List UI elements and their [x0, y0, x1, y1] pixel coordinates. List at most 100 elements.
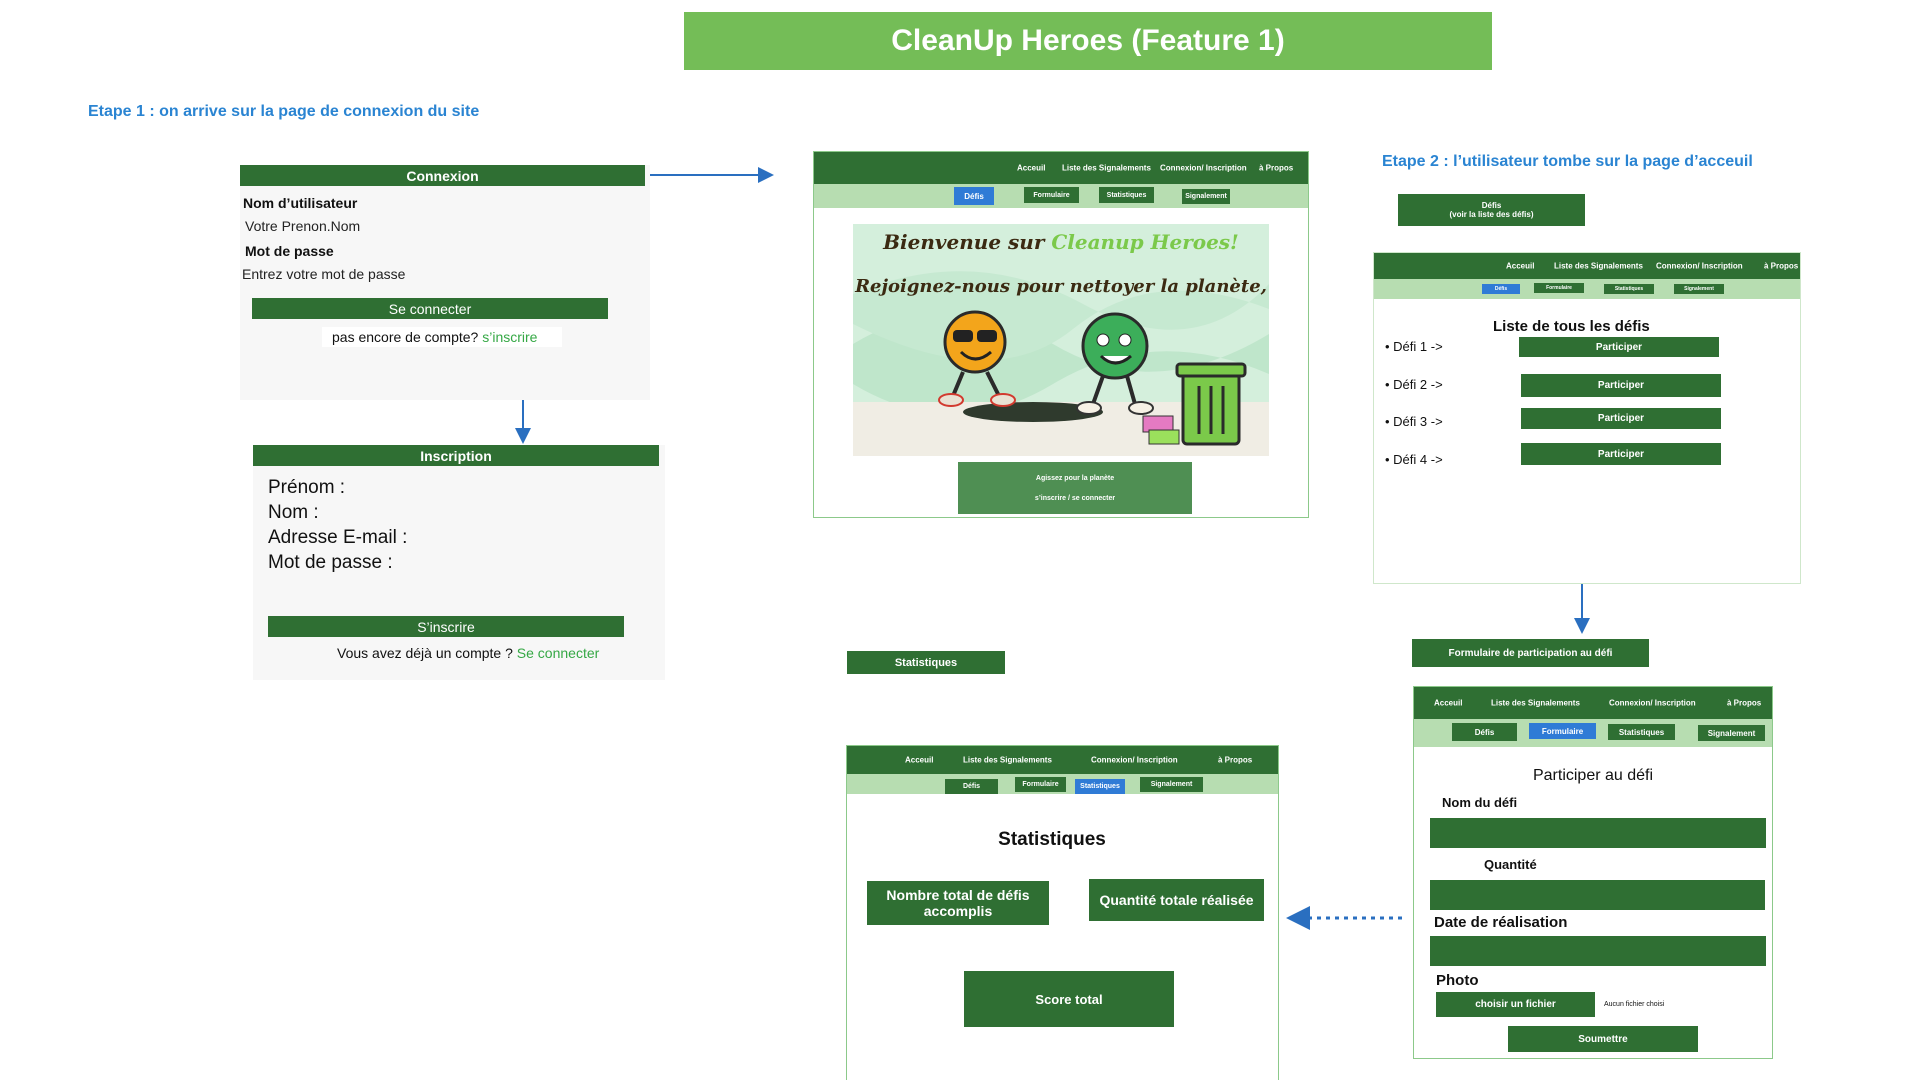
nav-reports[interactable]: Liste des Signalements	[1554, 261, 1643, 271]
tab-statistiques[interactable]: Statistiques	[1608, 724, 1675, 740]
challenge-name-input[interactable]	[1430, 818, 1766, 848]
form-subnav: Défis Formulaire Statistiques Signalemen…	[1414, 719, 1772, 747]
date-input[interactable]	[1430, 936, 1766, 966]
choose-file-button[interactable]: choisir un fichier	[1436, 992, 1595, 1017]
tab-formulaire[interactable]: Formulaire	[1534, 283, 1584, 293]
nav-login[interactable]: Connexion/ Inscription	[1656, 261, 1743, 271]
tab-formulaire[interactable]: Formulaire	[1024, 187, 1079, 203]
stat-total-quantity: Quantité totale réalisée	[1089, 879, 1264, 921]
signup-prompt: pas encore de compte? s’inscrire	[322, 327, 562, 347]
nav-login[interactable]: Connexion/ Inscription	[1091, 755, 1178, 765]
have-account-text: Vous avez déjà un compte ?	[337, 645, 513, 661]
nav-home[interactable]: Acceuil	[1017, 163, 1046, 173]
signup-card: Inscription Prénom : Nom : Adresse E-mai…	[253, 445, 665, 680]
login-submit-button[interactable]: Se connecter	[252, 298, 608, 319]
signup-submit-button[interactable]: S’inscrire	[268, 616, 624, 637]
tab-signalement[interactable]: Signalement	[1698, 725, 1765, 741]
hero-subtitle: Rejoignez-nous pour nettoyer la planète,	[855, 276, 1267, 297]
tab-defis[interactable]: Défis	[954, 187, 994, 205]
nav-about[interactable]: à Propos	[1259, 163, 1294, 173]
stats-mockup: Acceuil Liste des Signalements Connexion…	[846, 745, 1279, 1080]
hero-title: Bienvenue sur Cleanup Heroes!	[853, 230, 1269, 254]
no-file-text: Aucun fichier choisi	[1604, 1001, 1665, 1008]
signup-field-firstname[interactable]: Prénom :	[268, 477, 346, 498]
challenge-item-4: • Défi 4 ->	[1385, 452, 1443, 467]
form-title: Participer au défi	[1532, 767, 1654, 784]
challenge-item-3: • Défi 3 ->	[1385, 414, 1443, 429]
step2-label: Etape 2 : l’utilisateur tombe sur la pag…	[1382, 153, 1753, 170]
nav-home[interactable]: Acceuil	[1506, 261, 1535, 271]
nav-login[interactable]: Connexion/ Inscription	[1160, 163, 1247, 173]
tab-defis[interactable]: Défis	[945, 779, 998, 794]
tab-statistiques[interactable]: Statistiques	[1075, 779, 1125, 794]
signup-field-password[interactable]: Mot de passe :	[268, 552, 393, 573]
login-prompt: Vous avez déjà un compte ? Se connecter	[337, 645, 599, 661]
participate-button-1[interactable]: Participer	[1519, 337, 1719, 357]
step1-label: Etape 1 : on arrive sur la page de conne…	[88, 103, 480, 120]
no-account-text: pas encore de compte?	[332, 329, 479, 345]
tab-signalement[interactable]: Signalement	[1182, 189, 1230, 204]
cta-line1: Agissez pour la planète	[1035, 474, 1115, 482]
defis-label-line2: (voir la liste des défis)	[1449, 210, 1534, 219]
nav-about[interactable]: à Propos	[1727, 698, 1762, 708]
nav-reports[interactable]: Liste des Signalements	[1491, 698, 1580, 708]
nav-about[interactable]: à Propos	[1764, 261, 1799, 271]
page-title: CleanUp Heroes (Feature 1)	[684, 12, 1492, 70]
home-subnav: Défis Formulaire Statistiques Signalemen…	[814, 184, 1308, 208]
login-card: Connexion Nom d’utilisateur Votre Prenon…	[240, 165, 650, 400]
participate-button-4[interactable]: Participer	[1521, 443, 1721, 465]
stat-score-total: Score total	[964, 971, 1174, 1027]
username-label: Nom d’utilisateur	[243, 195, 358, 211]
tab-formulaire[interactable]: Formulaire	[1015, 777, 1066, 792]
nav-reports[interactable]: Liste des Signalements	[963, 755, 1052, 765]
signup-field-lastname[interactable]: Nom :	[268, 502, 319, 523]
stats-title: Statistiques	[998, 829, 1106, 850]
hero-brand: Cleanup Heroes!	[1051, 230, 1239, 254]
challenges-subnav: Défis Formulaire Statistiques Signalemen…	[1374, 279, 1800, 299]
password-input[interactable]: Entrez votre mot de passe	[242, 266, 406, 282]
tab-signalement[interactable]: Signalement	[1140, 777, 1203, 792]
login-header: Connexion	[240, 165, 645, 186]
challenge-name-label: Nom du défi	[1442, 795, 1518, 810]
quantity-label: Quantité	[1484, 857, 1537, 872]
defis-label-line1: Défis	[1481, 201, 1502, 210]
submit-form-button[interactable]: Soumettre	[1508, 1026, 1698, 1052]
nav-home[interactable]: Acceuil	[1434, 698, 1463, 708]
home-cta-button[interactable]: Agissez pour la planète s’inscrire / se …	[958, 462, 1192, 514]
nav-home[interactable]: Acceuil	[905, 755, 934, 765]
challenges-title: Liste de tous les défis	[1493, 318, 1650, 335]
defis-step-label: Défis (voir la liste des défis)	[1398, 194, 1585, 226]
username-input[interactable]: Votre Prenon.Nom	[245, 218, 361, 234]
tab-signalement[interactable]: Signalement	[1674, 284, 1724, 294]
challenges-nav: Acceuil Liste des Signalements Connexion…	[1374, 253, 1800, 279]
quantity-input[interactable]	[1430, 880, 1765, 910]
home-nav: Acceuil Liste des Signalements Connexion…	[814, 152, 1308, 184]
nav-about[interactable]: à Propos	[1218, 755, 1253, 765]
challenge-item-1: • Défi 1 ->	[1385, 339, 1443, 354]
nav-login[interactable]: Connexion/ Inscription	[1609, 698, 1696, 708]
tab-defis[interactable]: Défis	[1482, 284, 1520, 294]
form-mockup: Acceuil Liste des Signalements Connexion…	[1413, 686, 1773, 1059]
participate-button-2[interactable]: Participer	[1521, 374, 1721, 397]
tab-statistiques[interactable]: Statistiques	[1604, 284, 1654, 294]
nav-reports[interactable]: Liste des Signalements	[1062, 163, 1151, 173]
hero-illustration	[853, 224, 1269, 456]
signup-header: Inscription	[253, 445, 659, 466]
tab-formulaire[interactable]: Formulaire	[1529, 723, 1596, 739]
date-label: Date de réalisation	[1434, 914, 1568, 931]
login-link[interactable]: Se connecter	[516, 645, 600, 661]
stat-total-defis: Nombre total de défis accomplis	[867, 881, 1049, 925]
form-step-label: Formulaire de participation au défi	[1412, 639, 1649, 667]
stats-step-label: Statistiques	[847, 651, 1005, 674]
cta-line2: s’inscrire / se connecter	[1034, 494, 1116, 502]
signup-field-email[interactable]: Adresse E-mail :	[268, 527, 408, 548]
participate-button-3[interactable]: Participer	[1521, 408, 1721, 429]
form-nav: Acceuil Liste des Signalements Connexion…	[1414, 687, 1772, 719]
stats-nav: Acceuil Liste des Signalements Connexion…	[847, 746, 1278, 774]
stats-subnav: Défis Formulaire Statistiques Signalemen…	[847, 774, 1278, 794]
challenges-mockup: Acceuil Liste des Signalements Connexion…	[1373, 252, 1801, 584]
challenge-item-2: • Défi 2 ->	[1385, 377, 1443, 392]
tab-defis[interactable]: Défis	[1452, 723, 1517, 741]
tab-statistiques[interactable]: Statistiques	[1099, 187, 1154, 203]
signup-link[interactable]: s’inscrire	[482, 329, 538, 345]
